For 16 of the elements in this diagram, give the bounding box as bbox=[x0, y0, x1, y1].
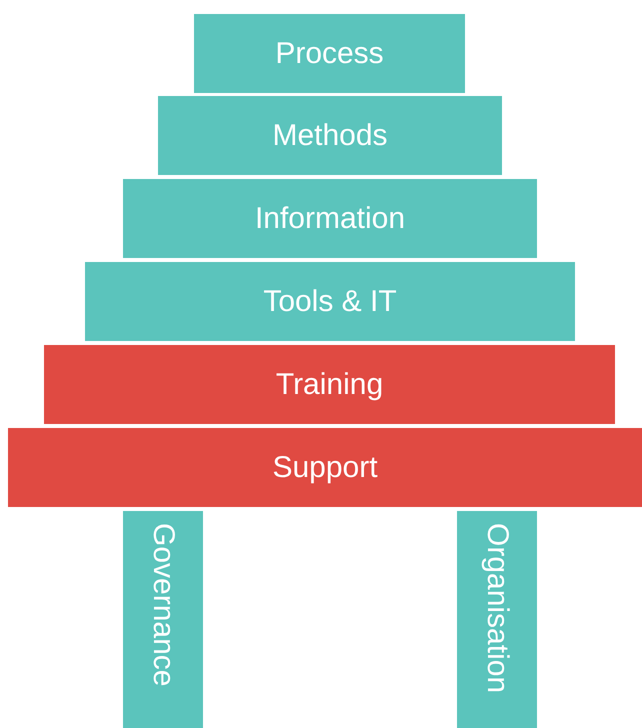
pyramid-tier bbox=[158, 96, 502, 175]
pillar-bar bbox=[457, 511, 537, 728]
tier-label: Support bbox=[272, 452, 378, 482]
tier-label: Tools & IT bbox=[263, 286, 397, 316]
pillar-bar bbox=[123, 511, 203, 728]
pyramid-tier bbox=[8, 428, 642, 507]
pyramid-tier bbox=[123, 179, 537, 258]
tier-label: Governance bbox=[148, 523, 178, 686]
pyramid-tier bbox=[44, 345, 615, 424]
tier-label: Training bbox=[276, 370, 384, 400]
tier-label: Process bbox=[275, 38, 384, 68]
tier-label: Information bbox=[254, 204, 406, 234]
tier-label: Methods bbox=[272, 120, 388, 150]
pyramid-tier bbox=[85, 262, 575, 341]
tier-label: Organisation bbox=[482, 523, 512, 694]
pyramid-tier bbox=[194, 14, 465, 93]
